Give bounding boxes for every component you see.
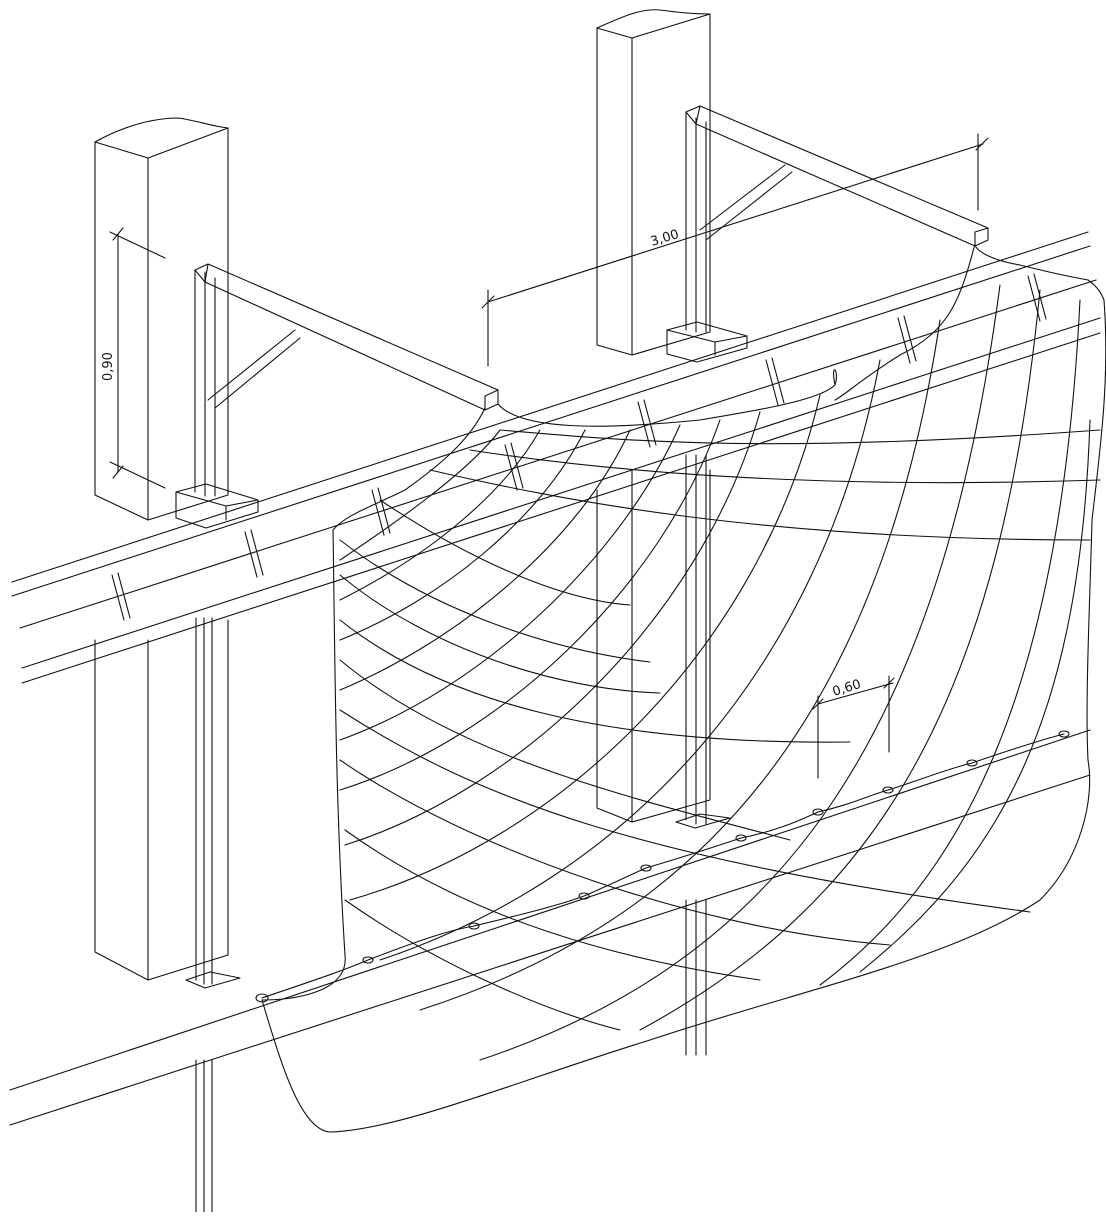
dimension-span (481, 133, 989, 367)
dimension-mesh (812, 675, 895, 779)
slab-edge-lower (9, 729, 1091, 1126)
break-marks (111, 273, 1047, 621)
dimension-height (109, 227, 166, 489)
height-dimension-label: 0,90 (101, 352, 116, 381)
left-column (94, 117, 229, 981)
slab-edge-upper (11, 231, 1101, 684)
span-dimension-label: 3,00 (649, 227, 681, 250)
left-bracket (175, 263, 499, 1213)
right-bracket (666, 105, 989, 1056)
right-column (596, 9, 711, 823)
safety-net (255, 243, 1106, 1133)
